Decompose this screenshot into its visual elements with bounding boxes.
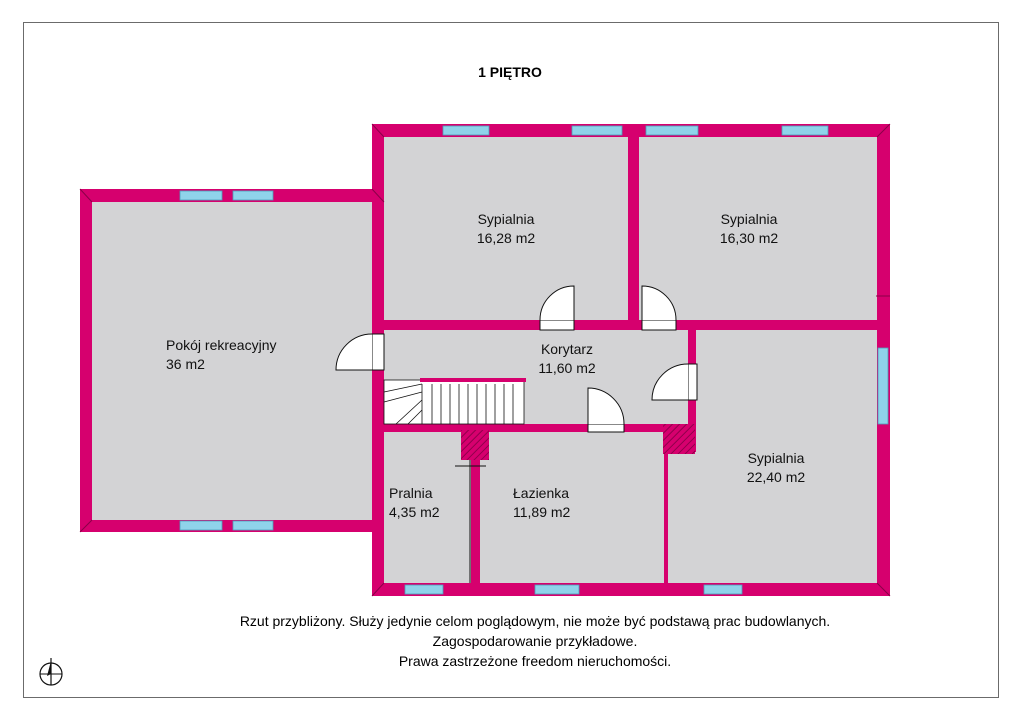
room-area: 16,30 m2 bbox=[719, 230, 779, 246]
door-swing bbox=[335, 333, 373, 371]
compass-icon bbox=[39, 658, 63, 686]
window bbox=[179, 520, 223, 531]
window bbox=[877, 347, 889, 425]
sliding-door bbox=[455, 460, 486, 583]
room-label-pralnia: Pralnia 4,35 m2 bbox=[389, 484, 440, 522]
windows bbox=[179, 125, 889, 595]
room-name: Łazienka bbox=[513, 485, 570, 501]
room-label-lazienka: Łazienka 11,89 m2 bbox=[513, 484, 570, 522]
door-opening bbox=[587, 423, 625, 433]
staircase bbox=[383, 378, 526, 425]
window bbox=[645, 125, 699, 136]
room-label-sypialnia-2: Sypialnia 16,30 m2 bbox=[689, 210, 809, 248]
doors bbox=[335, 285, 698, 433]
door-swing bbox=[641, 285, 677, 321]
floor-lazienka bbox=[480, 432, 664, 583]
room-label-sypialnia-3: Sypialnia 22,40 m2 bbox=[716, 449, 836, 487]
room-name: Sypialnia bbox=[747, 450, 805, 466]
window bbox=[534, 584, 580, 595]
disclaimer-line: Rzut przybliżony. Służy jedynie celom po… bbox=[239, 613, 831, 629]
disclaimer-footer: Rzut przybliżony. Służy jedynie celom po… bbox=[0, 611, 1024, 671]
door-opening bbox=[687, 363, 698, 401]
door-opening bbox=[371, 333, 385, 371]
room-name: Pralnia bbox=[389, 485, 433, 501]
window bbox=[232, 190, 274, 201]
door-opening bbox=[641, 319, 677, 331]
door-swing bbox=[651, 363, 689, 401]
plan-title: 1 PIĘTRO bbox=[478, 64, 542, 80]
page-frame bbox=[23, 22, 999, 698]
room-area: 16,28 m2 bbox=[476, 230, 536, 246]
door-swing bbox=[587, 387, 625, 425]
window bbox=[571, 125, 623, 136]
duct-hatched bbox=[461, 430, 489, 460]
floor-pokoj bbox=[92, 202, 372, 520]
window bbox=[703, 584, 743, 595]
room-label-korytarz: Korytarz 11,60 m2 bbox=[507, 340, 627, 378]
door-swing bbox=[539, 285, 575, 321]
window bbox=[404, 584, 444, 595]
floor-pralnia bbox=[384, 432, 471, 583]
room-name: Sypialnia bbox=[477, 211, 535, 227]
room-area: 36 m2 bbox=[166, 356, 205, 372]
room-label-pokoj-rekreacyjny: Pokój rekreacyjny 36 m2 bbox=[166, 336, 277, 374]
room-label-sypialnia-1: Sypialnia 16,28 m2 bbox=[446, 210, 566, 248]
floor-sypialnia-3-lower bbox=[668, 452, 698, 583]
floor-sypialnia-1 bbox=[384, 137, 628, 320]
room-name: Korytarz bbox=[540, 341, 594, 357]
disclaimer-line: Prawa zastrzeżone freedom nieruchomości. bbox=[398, 653, 672, 669]
room-name: Sypialnia bbox=[720, 211, 778, 227]
wall-bevels bbox=[79, 123, 891, 597]
floor-sypialnia-3 bbox=[696, 330, 877, 583]
door-opening bbox=[539, 319, 575, 331]
window bbox=[232, 520, 274, 531]
disclaimer-line: Zagospodarowanie przykładowe. bbox=[432, 633, 638, 649]
room-area: 4,35 m2 bbox=[389, 504, 440, 520]
room-area: 11,89 m2 bbox=[513, 504, 571, 520]
room-area: 22,40 m2 bbox=[746, 469, 806, 485]
room-name: Pokój rekreacyjny bbox=[166, 337, 277, 353]
window bbox=[179, 190, 223, 201]
window bbox=[442, 125, 490, 136]
room-area: 11,60 m2 bbox=[538, 360, 596, 376]
floor-sypialnia-2 bbox=[639, 137, 877, 320]
duct-hatched bbox=[663, 424, 695, 454]
window bbox=[781, 125, 829, 136]
